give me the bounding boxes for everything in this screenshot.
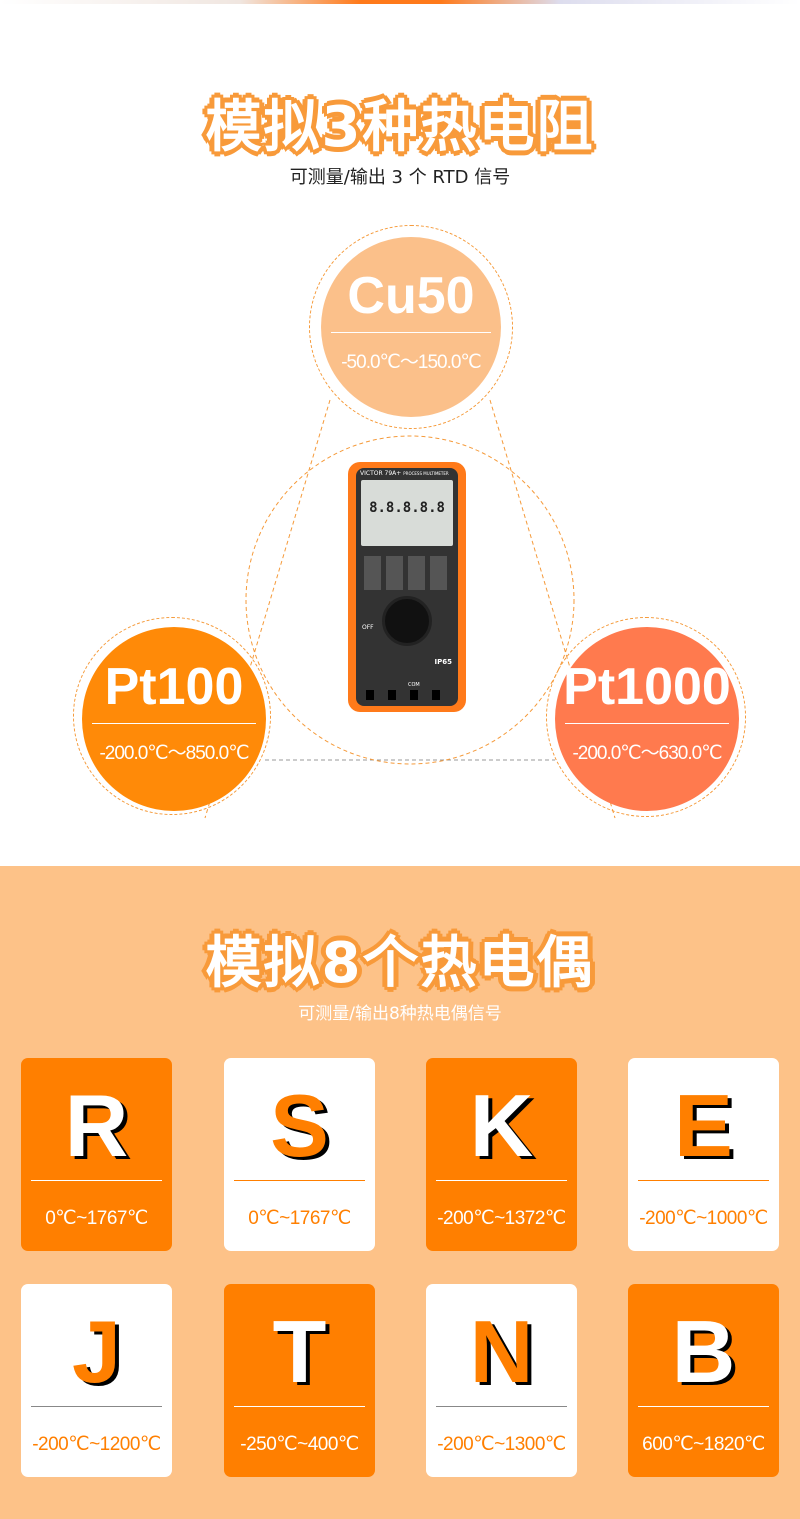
rtd-name: Pt1000 — [563, 658, 731, 716]
rtd-name: Cu50 — [347, 267, 475, 325]
brand-label: VICTOR — [360, 470, 383, 477]
rtd-range: -200.0℃～850.0℃ — [99, 743, 249, 764]
rtd-name: Pt100 — [104, 658, 244, 716]
thermocouple-card-t: T-250℃~400℃ — [224, 1284, 375, 1477]
rtd-cu50: Cu50 -50.0℃～150.0℃ — [321, 237, 501, 417]
top-banner-edge — [0, 0, 800, 4]
rtd-pt100: Pt100 -200.0℃～850.0℃ — [82, 627, 266, 811]
rtd-title: 模拟3种热电阻 — [205, 95, 595, 160]
rtd-range: -50.0℃～150.0℃ — [341, 352, 482, 373]
thermocouple-card-j: J-200℃~1200℃ — [21, 1284, 172, 1477]
cu50-ring — [309, 225, 513, 429]
input-jacks[interactable] — [366, 690, 448, 700]
pt100-ring — [73, 617, 271, 815]
rotary-dial[interactable] — [382, 596, 432, 646]
off-label: OFF — [362, 624, 374, 631]
thermocouple-card-e: E-200℃~1000℃ — [628, 1058, 779, 1251]
ip-rating: IP65 — [434, 658, 452, 666]
keypad — [364, 556, 450, 590]
com-label: COM — [408, 682, 420, 688]
thermocouple-card-n: N-200℃~1300℃ — [426, 1284, 577, 1477]
rtd-subtitle: 可测量/输出 3 个 RTD 信号 — [289, 167, 511, 188]
lcd-display: 8.8.8.8.8 — [361, 480, 453, 546]
model-label: 79A+ — [384, 470, 402, 477]
thermocouple-card-k: K-200℃~1372℃ — [426, 1058, 577, 1251]
thermocouple-subtitle: 可测量/输出8种热电偶信号 — [298, 1004, 502, 1024]
product-type-label: PROCESS MULTIMETER — [403, 471, 449, 476]
rtd-pt1000: Pt1000 -200.0℃～630.0℃ — [555, 627, 739, 811]
multimeter-product-image: VICTOR 79A+ PROCESS MULTIMETER 8.8.8.8.8… — [348, 462, 466, 712]
pt1000-ring — [546, 617, 746, 817]
thermocouple-title: 模拟8个热电偶 — [205, 931, 595, 996]
rtd-range: -200.0℃～630.0℃ — [572, 743, 722, 764]
connector-lines — [204, 399, 616, 819]
